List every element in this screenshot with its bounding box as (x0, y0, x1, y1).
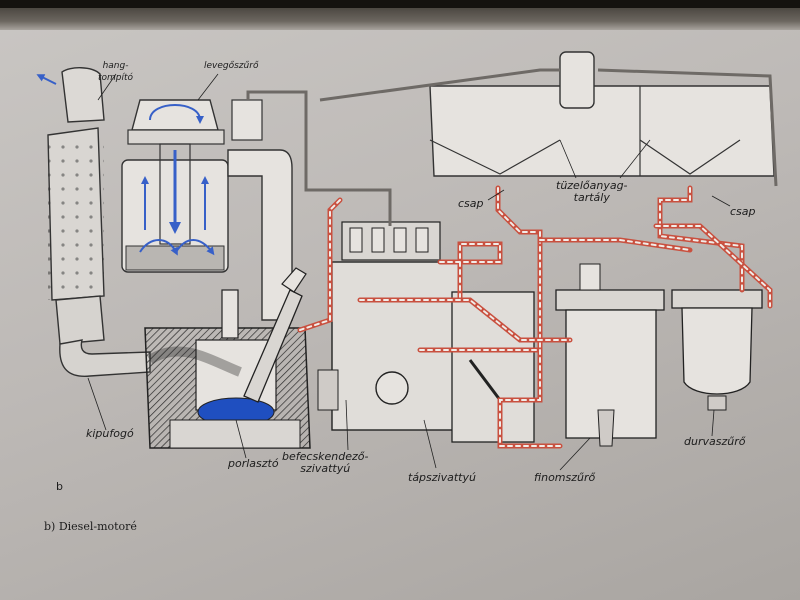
label-injector: porlasztó (228, 457, 279, 470)
label-exhaust: kipufogó (86, 427, 134, 440)
fine-filter (555, 263, 665, 447)
label-silencer: hang- tompító (98, 61, 134, 83)
label-air-filter: levegőszűrő (204, 61, 259, 71)
feed-pump (451, 291, 535, 443)
book-shadow (0, 0, 800, 8)
label-fine-filter: finomszűrő (534, 471, 596, 484)
label-coarse-filter: durvaszűrő (684, 435, 746, 448)
fuel-lines (297, 185, 773, 449)
label-feed-pump: tápszivattyú (408, 471, 476, 484)
label-fuel-tank: tüzelőanyag- tartály (556, 179, 628, 204)
air-filter (121, 99, 229, 273)
coarse-filter (671, 289, 763, 411)
label-injection-pump: befecskendező- szivattyú (282, 450, 369, 475)
return-lines (246, 68, 778, 226)
label-valve-left: csap (458, 197, 484, 210)
silencer (36, 67, 151, 377)
injection-pump (317, 221, 461, 431)
injector (243, 267, 307, 403)
figure-letter: b (56, 480, 63, 493)
intake-duct (227, 99, 293, 321)
leader-lines (87, 73, 731, 471)
label-valve-right: csap (730, 205, 756, 218)
figure-caption: b) Diesel-motoré (44, 520, 137, 533)
